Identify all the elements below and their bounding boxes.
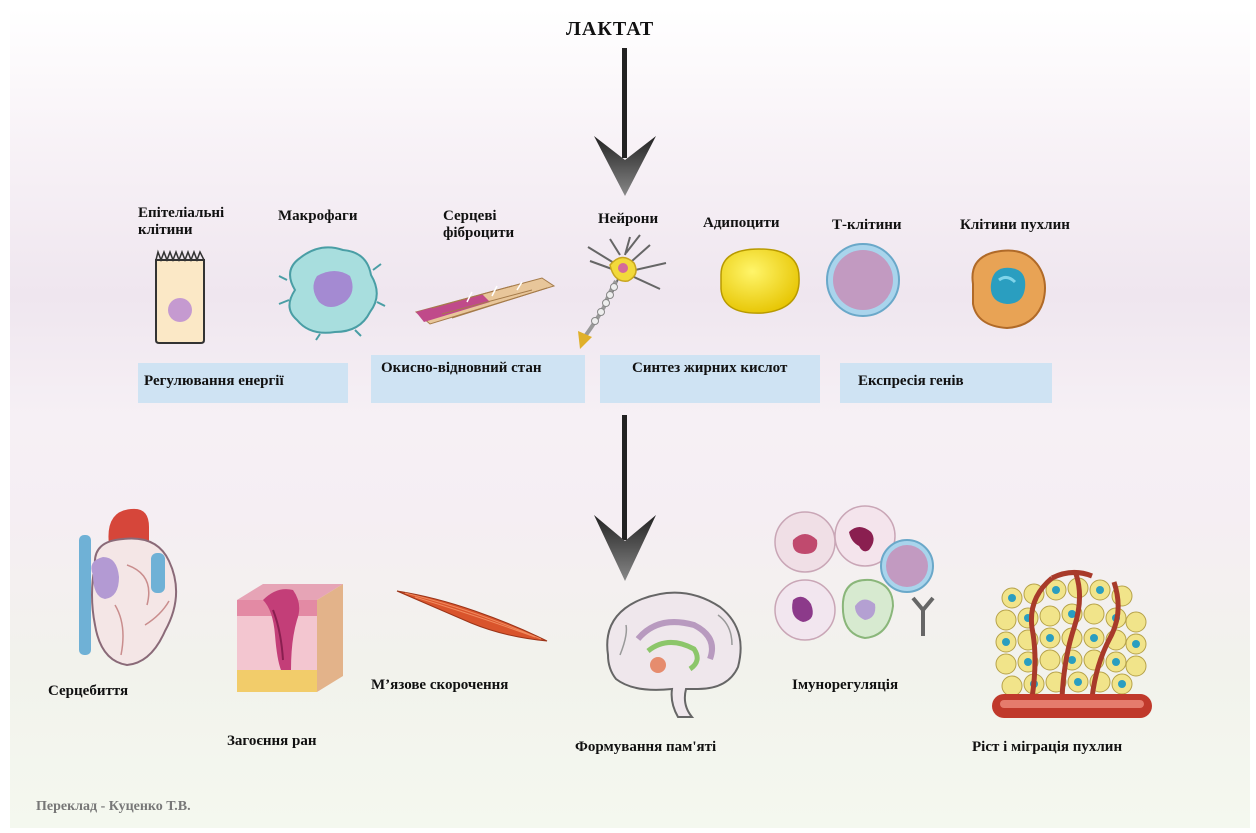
outcome-label-wound-healing: Загоєння ран bbox=[227, 733, 316, 750]
cell-label-tumor-cell: Клітини пухлин bbox=[960, 217, 1070, 234]
adipocyte-icon bbox=[713, 245, 805, 320]
immune-cells-icon bbox=[773, 510, 943, 660]
mechanism-box-redox: Окисно-відновний стан bbox=[371, 355, 585, 403]
outcome-label-immunoregulation: Імунорегуляція bbox=[792, 677, 898, 694]
outcome-label-heartbeat: Серцебиття bbox=[48, 683, 128, 700]
cell-label-macrophage: Макрофаги bbox=[278, 208, 357, 225]
cell-label-epithelial: Епітеліальні клітини bbox=[138, 205, 263, 240]
macrophage-icon bbox=[275, 240, 385, 340]
outcome-label-tumor-growth: Ріст і міграція пухлин bbox=[972, 739, 1122, 756]
wound-tissue-icon bbox=[233, 580, 348, 700]
mechanism-box-energy: Регулювання енергії bbox=[138, 363, 348, 403]
heart-icon bbox=[65, 505, 190, 670]
mechanism-box-fatty-acids: Синтез жирних кислот bbox=[600, 355, 820, 403]
translation-credit: Переклад - Куценко Т.В. bbox=[36, 799, 191, 815]
cell-label-t-cell: Т-клітини bbox=[832, 217, 902, 234]
outcome-label-memory-formation: Формування пам'яті bbox=[575, 739, 716, 756]
diagram-title: ЛАКТАТ bbox=[566, 18, 654, 41]
cell-label-adipocyte: Адипоцити bbox=[703, 215, 780, 232]
cardiac-fibrocyte-icon bbox=[412, 272, 557, 332]
muscle-icon bbox=[395, 585, 550, 645]
outcome-label-muscle-contraction: М’язове скорочення bbox=[371, 677, 508, 694]
tumor-vessels-icon bbox=[992, 568, 1152, 728]
brain-icon bbox=[598, 585, 748, 720]
epithelial-cell-icon bbox=[150, 250, 210, 345]
cell-label-neuron: Нейрони bbox=[598, 211, 658, 228]
arrow-down-top bbox=[590, 48, 660, 198]
tumor-cell-icon bbox=[963, 244, 1051, 332]
neuron-icon bbox=[570, 235, 685, 355]
arrow-down-middle bbox=[590, 415, 660, 583]
mechanism-box-gene-expression: Експресія генів bbox=[840, 363, 1052, 403]
cell-label-cardiac-fibrocyte: Серцеві фіброцити bbox=[443, 208, 553, 243]
t-cell-icon bbox=[823, 240, 903, 320]
